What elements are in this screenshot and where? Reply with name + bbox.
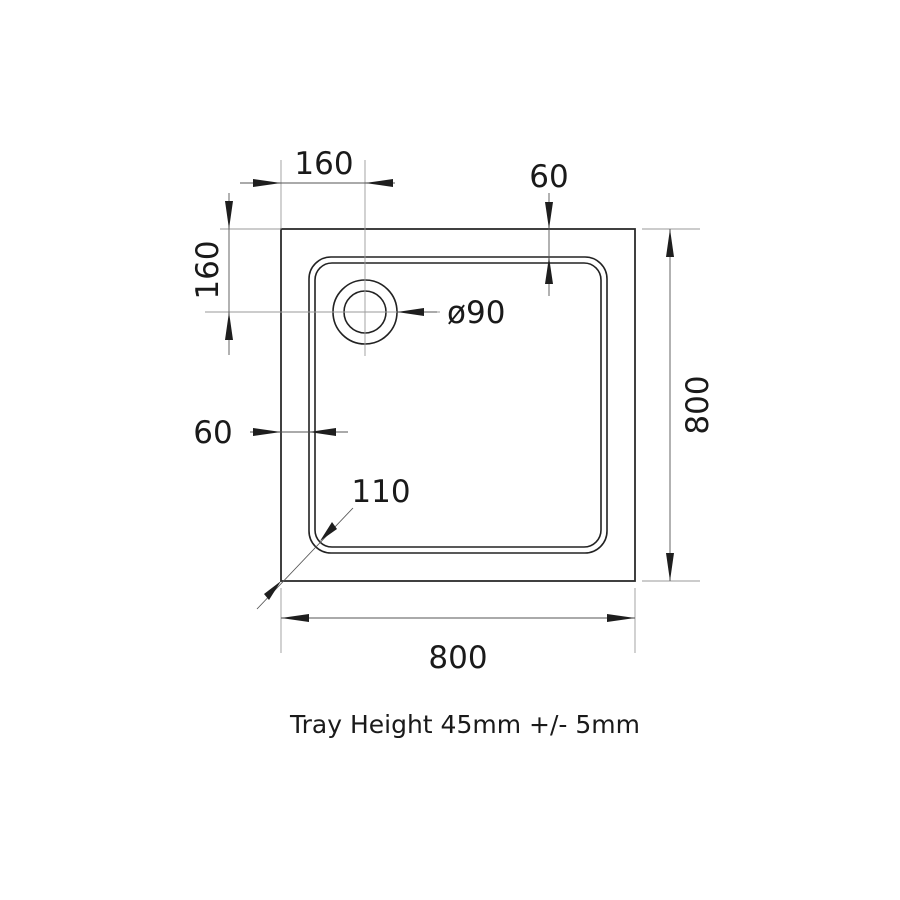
dim-label-60-left: 60	[193, 415, 232, 451]
dim-rim-left: 60	[193, 415, 348, 451]
dim-label-160-left: 160	[190, 240, 226, 299]
dim-overall-width: 800	[280, 588, 636, 676]
dim-overall-length: 800	[642, 228, 716, 582]
dim-label-800-right: 800	[680, 375, 716, 434]
dim-corner-radius: 110	[256, 474, 411, 610]
dim-label-diameter: ø90	[447, 295, 505, 331]
dim-drain-offset-y: 160	[190, 193, 233, 355]
tray-outline	[280, 228, 636, 582]
dim-label-110: 110	[351, 474, 410, 510]
dim-label-60-top: 60	[529, 159, 568, 195]
dim-label-800-bottom: 800	[428, 640, 487, 676]
tray-basin	[308, 256, 608, 554]
tray-height-caption: Tray Height 45mm +/- 5mm	[289, 710, 640, 739]
dim-drain-diameter: ø90	[397, 295, 505, 331]
dim-drain-offset-x: 160	[240, 146, 395, 187]
dim-label-160-top: 160	[294, 146, 353, 182]
dim-rim-top: 60	[529, 159, 569, 296]
